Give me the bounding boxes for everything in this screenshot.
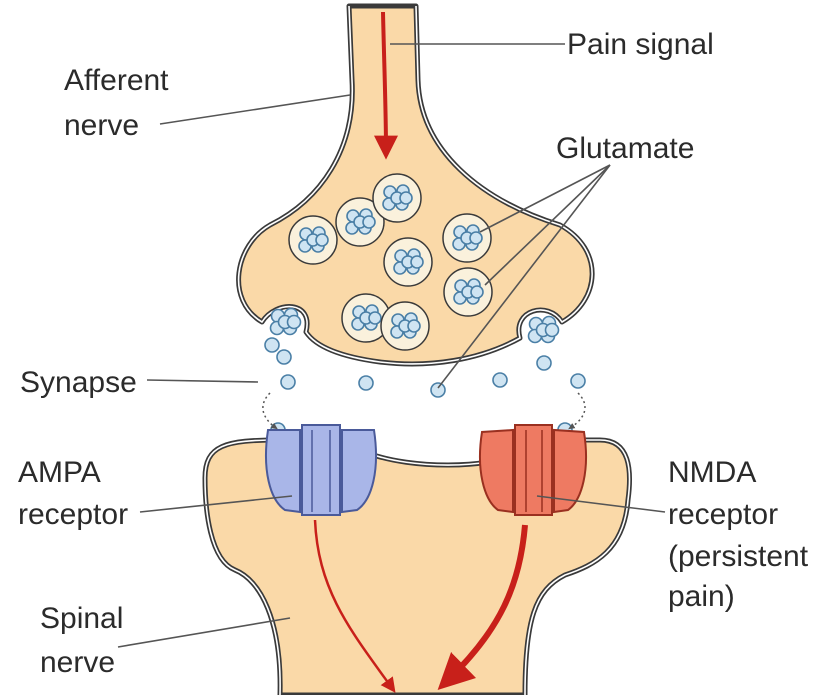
synaptic-vesicle [384,238,432,286]
spinal-label-line1: Spinal [40,602,123,635]
glutamate-molecule [288,316,301,329]
ampa-binding-path [263,393,276,428]
spinal-nerve-label: Spinal nerve [40,602,123,679]
nmda-receptor [480,425,586,515]
ampa-receptor-label: AMPA receptor [18,456,128,531]
synapse-leader [147,380,258,382]
afferent-leader [160,95,350,124]
glutamate-molecule [265,338,279,352]
glutamate-label: Glutamate [556,132,694,165]
ampa-label-line1: AMPA [18,456,101,489]
glutamate-molecule [470,232,482,244]
glutamate-molecule [281,375,295,389]
synaptic-vesicle [443,214,491,262]
synaptic-vesicle [289,216,337,264]
nmda-label-line4: pain) [668,580,735,613]
glutamate-molecule [359,376,373,390]
released-vesicle [271,309,301,335]
glutamate-molecule [431,383,445,397]
glutamate-molecule [369,312,381,324]
spinal-leader [118,618,290,647]
glutamate-molecule [571,374,585,388]
pain-signal-label: Pain signal [567,28,714,61]
glutamate-molecule [537,356,551,370]
glutamate-molecule [363,216,375,228]
glutamate-molecule [471,286,483,298]
nmda-label-line1: NMDA [668,456,756,489]
ampa-receptor [266,425,376,515]
spinal-label-line2: nerve [40,646,115,679]
glutamate-molecule [400,192,412,204]
glutamate-molecule [411,256,423,268]
nmda-label-line3: (persistent [668,540,809,573]
afferent-label-line2: nerve [64,109,139,142]
ampa-label-line2: receptor [18,498,128,531]
synaptic-vesicle [381,302,429,350]
nmda-binding-path [570,393,585,428]
glutamate-molecule [546,324,559,337]
nmda-label-line2: receptor [668,498,778,531]
glutamate-molecule [408,320,420,332]
glutamate-molecule [277,350,291,364]
afferent-label-line1: Afferent [64,64,169,97]
synaptic-vesicle [373,174,421,222]
synapse-label: Synapse [20,366,137,399]
glutamate-molecule [316,234,328,246]
afferent-nerve-label: Afferent nerve [64,64,169,142]
synaptic-vesicle [444,268,492,316]
released-vesicle [529,317,559,343]
glutamate-molecule [493,373,507,387]
nmda-receptor-label: NMDA receptor (persistent pain) [668,456,809,613]
